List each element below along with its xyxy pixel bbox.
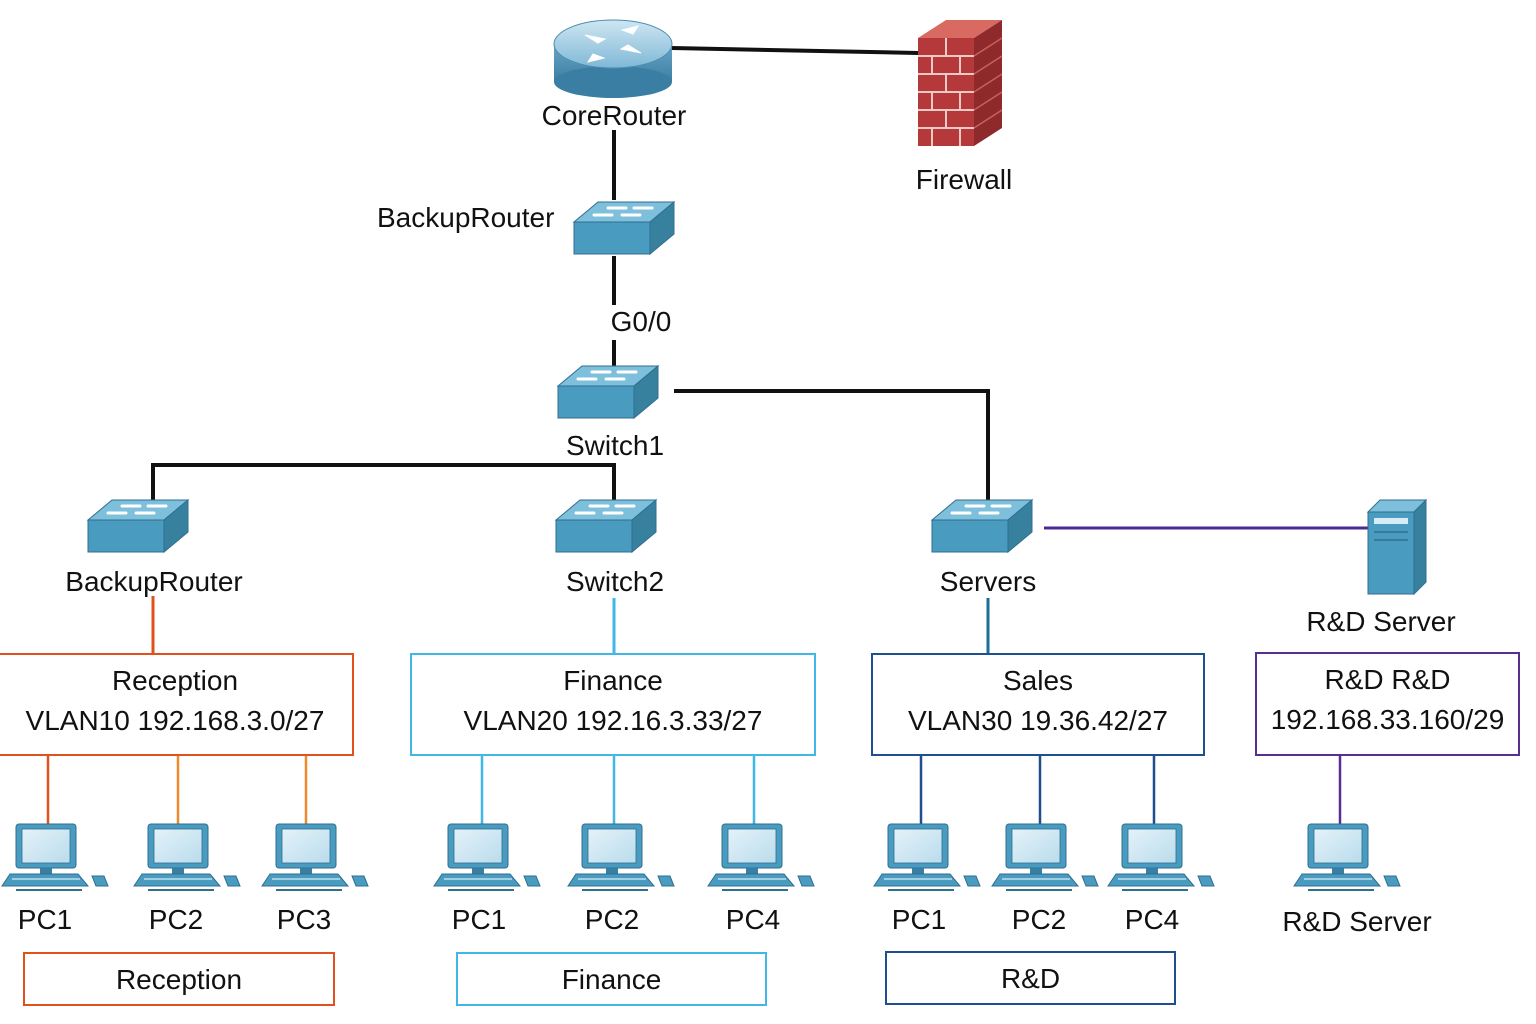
finance-pc4-label: PC4: [725, 904, 781, 935]
link-switch1-distribution: [151, 463, 616, 502]
firewall-icon[interactable]: [918, 20, 1003, 146]
sales-pc2-icon[interactable]: [991, 823, 1099, 891]
backbone-links: [151, 46, 990, 505]
switch2-label: Switch2: [565, 566, 665, 597]
vlan-name: Reception: [111, 665, 239, 696]
finance-pc1-icon[interactable]: [433, 823, 541, 891]
finance-pc4-icon[interactable]: [707, 823, 815, 891]
sales-pc2-label: PC2: [1011, 904, 1067, 935]
vlan-detail: VLAN10 192.168.3.0/27: [25, 705, 325, 736]
vlan-name: Sales: [1002, 665, 1074, 696]
finance-pc1-label: PC1: [451, 904, 507, 935]
rd-server-top-label: R&D Server: [1306, 606, 1456, 637]
reception-pc3-label: PC3: [276, 904, 332, 935]
legend-rd: R&D: [885, 951, 1176, 1005]
reception-pc1-label: PC1: [17, 904, 73, 935]
firewall-label: Firewall: [915, 164, 1013, 195]
port-label-g0-0: G0/0: [610, 306, 672, 337]
rd-pc-icon[interactable]: [1293, 823, 1401, 891]
rd-server-icon[interactable]: [1366, 498, 1428, 596]
reception-pc2-label: PC2: [148, 904, 204, 935]
backup-router-top-label: BackupRouter: [377, 202, 555, 233]
pc-drops: [46, 756, 1342, 824]
vlan-detail: VLAN20 192.16.3.33/27: [463, 705, 763, 736]
servers-label: Servers: [939, 566, 1037, 597]
sales-pc4-label: PC4: [1124, 904, 1180, 935]
sales-pc4-icon[interactable]: [1107, 823, 1215, 891]
sales-pc1-icon[interactable]: [873, 823, 981, 891]
core-router-label: CoreRouter: [541, 100, 687, 131]
link-switch1-servers: [674, 389, 990, 505]
vlan-name: R&D R&D: [1324, 664, 1451, 695]
finance-pc2-icon[interactable]: [567, 823, 675, 891]
vlan-box-rd: R&D R&D 192.168.33.160/29: [1255, 652, 1520, 756]
legend-finance: Finance: [456, 952, 767, 1006]
servers-switch-icon[interactable]: [930, 498, 1034, 554]
backup-router-top-switch-icon[interactable]: [572, 200, 676, 256]
link-corerouter-firewall: [671, 46, 919, 55]
switch2-icon[interactable]: [554, 498, 658, 554]
reception-pc2-icon[interactable]: [133, 823, 241, 891]
legend-reception: Reception: [23, 952, 335, 1006]
core-router-icon[interactable]: [553, 19, 673, 98]
vlan-detail: 192.168.33.160/29: [1270, 704, 1505, 735]
sales-pc1-label: PC1: [891, 904, 947, 935]
backup-router-left-label: BackupRouter: [65, 566, 243, 597]
vlan-box-sales: Sales VLAN30 19.36.42/27: [871, 653, 1205, 756]
switch1-icon[interactable]: [556, 364, 660, 420]
rd-pc-label: R&D Server: [1282, 906, 1432, 937]
vlan-detail: VLAN30 19.36.42/27: [908, 705, 1168, 736]
vlan-box-reception: Reception VLAN10 192.168.3.0/27: [0, 653, 354, 756]
reception-pc3-icon[interactable]: [261, 823, 369, 891]
reception-pc1-icon[interactable]: [1, 823, 109, 891]
vlan-name: Finance: [563, 665, 663, 696]
backup-router-left-switch-icon[interactable]: [86, 498, 190, 554]
switch1-label: Switch1: [565, 430, 665, 461]
vlan-box-finance: Finance VLAN20 192.16.3.33/27: [410, 653, 816, 756]
finance-pc2-label: PC2: [584, 904, 640, 935]
